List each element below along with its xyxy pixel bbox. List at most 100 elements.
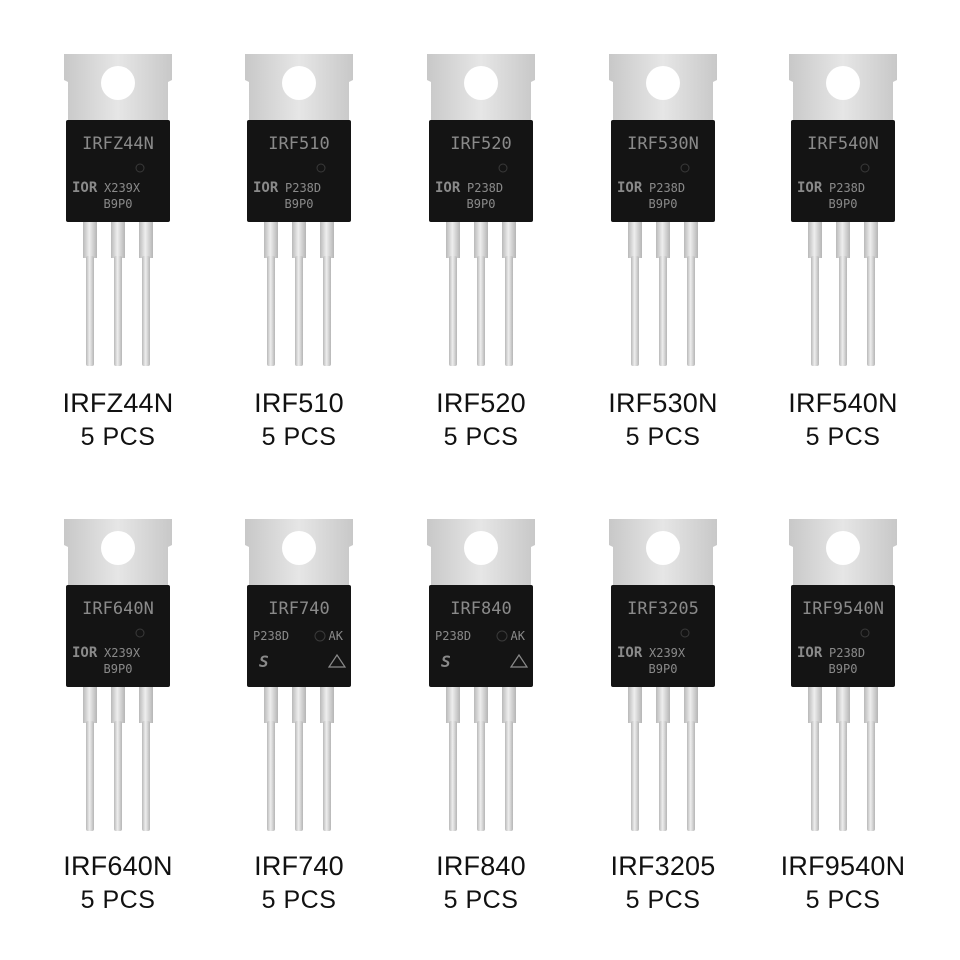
marking-lot-code: B9P0 xyxy=(829,197,858,211)
mounting-hole xyxy=(101,531,135,565)
lead-pin xyxy=(264,685,278,831)
lead-pin xyxy=(628,220,642,366)
quantity-label: 5 PCS xyxy=(625,886,701,914)
lead-pin xyxy=(111,685,125,831)
quantity-label: 5 PCS xyxy=(80,886,156,914)
transistor-body xyxy=(791,120,895,222)
transistor-body xyxy=(66,120,170,222)
part-name-label: IRFZ44N xyxy=(62,388,174,418)
quantity-label: 5 PCS xyxy=(261,423,337,451)
lead-pin xyxy=(684,220,698,366)
lead-pin xyxy=(656,685,670,831)
marking-part-number: IRF540N xyxy=(807,134,879,154)
marking-date-code: P238D xyxy=(435,629,471,643)
marking-date-code: X239X xyxy=(104,181,141,195)
transistor-body xyxy=(791,585,895,687)
ir-logo-icon: IOR xyxy=(617,645,643,661)
lead-pin xyxy=(292,220,306,366)
quantity-label: 5 PCS xyxy=(625,423,701,451)
lead-pin xyxy=(474,685,488,831)
marking-part-number: IRF3205 xyxy=(627,599,699,619)
marking-lot-code: B9P0 xyxy=(285,197,314,211)
part-name-label: IRF530N xyxy=(608,388,718,418)
ir-logo-icon: IOR xyxy=(797,645,823,661)
lead-pin xyxy=(808,220,822,366)
marking-part-number: IRF520 xyxy=(450,134,511,154)
ir-logo-icon: IOR xyxy=(617,180,643,196)
lead-pin xyxy=(502,685,516,831)
marking-date-code: P238D xyxy=(253,629,289,643)
quantity-label: 5 PCS xyxy=(80,423,156,451)
part-name-label: IRF740 xyxy=(254,851,344,881)
ir-logo-icon: IOR xyxy=(797,180,823,196)
lead-pin xyxy=(83,685,97,831)
transistor-body xyxy=(66,585,170,687)
quantity-label: 5 PCS xyxy=(805,423,881,451)
part-name-label: IRF9540N xyxy=(780,851,906,881)
lead-pin xyxy=(264,220,278,366)
lead-pin xyxy=(139,685,153,831)
vishay-logo-icon: S xyxy=(259,652,269,671)
part-name-label: IRF540N xyxy=(788,388,898,418)
lead-pin xyxy=(502,220,516,366)
lead-pin xyxy=(864,220,878,366)
lead-pin xyxy=(320,685,334,831)
lead-pin xyxy=(446,220,460,366)
marking-lot-code: B9P0 xyxy=(104,197,133,211)
transistor-body xyxy=(429,585,533,687)
marking-lot-code: B9P0 xyxy=(649,197,678,211)
marking-part-number: IRFZ44N xyxy=(82,134,154,154)
transistor-body xyxy=(247,585,351,687)
part-name-label: IRF840 xyxy=(436,851,526,881)
mounting-hole xyxy=(282,66,316,100)
marking-lot-code: AK xyxy=(511,629,526,643)
part-name-label: IRF520 xyxy=(436,388,526,418)
mounting-hole xyxy=(464,66,498,100)
lead-pin xyxy=(656,220,670,366)
lead-pin xyxy=(320,220,334,366)
lead-pin xyxy=(83,220,97,366)
marking-part-number: IRF510 xyxy=(268,134,329,154)
lead-pin xyxy=(808,685,822,831)
lead-pin xyxy=(111,220,125,366)
lead-pin xyxy=(446,685,460,831)
lead-pin xyxy=(836,685,850,831)
mounting-hole xyxy=(464,531,498,565)
marking-lot-code: B9P0 xyxy=(467,197,496,211)
transistor-body xyxy=(611,585,715,687)
triangle-mark-icon xyxy=(327,653,347,668)
mounting-hole xyxy=(101,66,135,100)
quantity-label: 5 PCS xyxy=(443,423,519,451)
marking-lot-code: AK xyxy=(329,629,344,643)
marking-lot-code: B9P0 xyxy=(649,662,678,676)
vishay-logo-icon: S xyxy=(441,652,451,671)
ir-logo-icon: IOR xyxy=(72,645,98,661)
marking-lot-code: B9P0 xyxy=(829,662,858,676)
mounting-hole xyxy=(646,66,680,100)
lead-pin xyxy=(864,685,878,831)
quantity-label: 5 PCS xyxy=(805,886,881,914)
marking-part-number: IRF9540N xyxy=(802,599,884,619)
marking-date-code: X239X xyxy=(649,646,686,660)
quantity-label: 5 PCS xyxy=(443,886,519,914)
ir-logo-icon: IOR xyxy=(435,180,461,196)
quantity-label: 5 PCS xyxy=(261,886,337,914)
mounting-hole xyxy=(826,66,860,100)
